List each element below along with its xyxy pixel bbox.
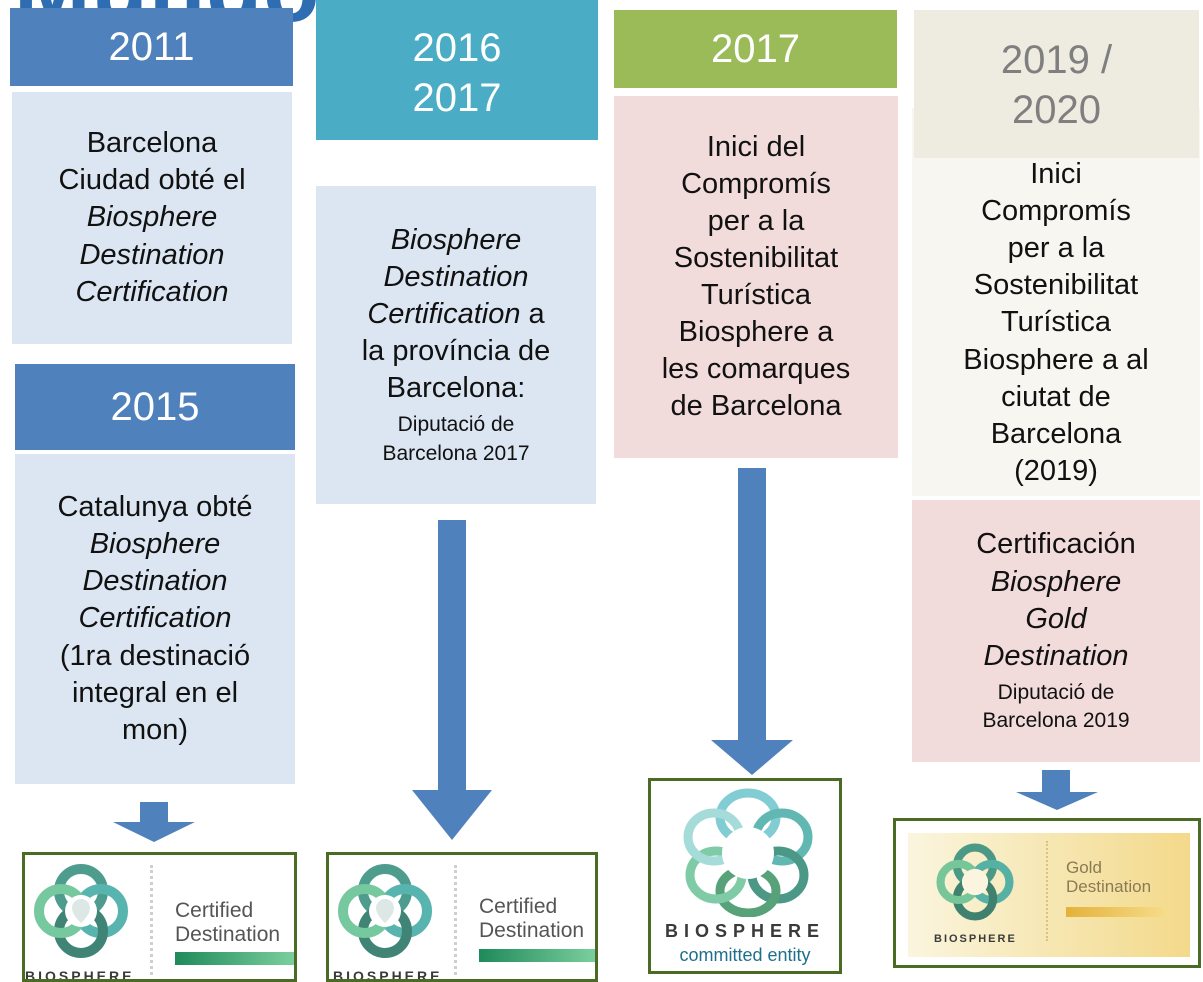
desc-italic: Biosphere	[86, 201, 218, 234]
year-label: 2017	[412, 76, 502, 120]
desc-italic: Destination	[383, 260, 529, 293]
year-label: 2011	[108, 25, 195, 69]
desc-italic: Certification	[75, 275, 229, 308]
desc-italic: Destination	[983, 639, 1129, 672]
year-label: 2016	[412, 26, 502, 70]
year-label: 2017	[711, 27, 800, 71]
desc-italic: Biosphere	[990, 565, 1122, 598]
desc-italic: Certification	[367, 298, 521, 331]
milestone-box-2017: Inici del Compromís per a la Sostenibili…	[614, 96, 898, 458]
year-label: 2019 /	[1000, 38, 1113, 82]
logo-text: Certified	[479, 895, 558, 918]
arrow-down-icon	[1016, 770, 1098, 810]
desc-line: Sostenibilitat	[973, 269, 1139, 302]
desc-line: mon)	[121, 713, 189, 746]
logo-text: Certified	[175, 899, 254, 922]
gold-certification-box: Certificación Biosphere Gold Destination…	[912, 500, 1200, 762]
cert-label: Certificación	[976, 528, 1136, 561]
desc-italic: Destination	[79, 238, 225, 271]
biosphere-flower-icon	[936, 843, 1014, 921]
desc-line: Biosphere a	[678, 316, 834, 349]
year-label: 2015	[110, 385, 200, 429]
desc-line: Catalunya obté	[57, 491, 253, 524]
milestone-box-2015: Catalunya obté Biosphere Destination Cer…	[15, 454, 295, 784]
note-line: Barcelona 2019	[982, 709, 1130, 733]
desc-line: a	[520, 298, 545, 331]
logo-text: Gold	[1066, 858, 1102, 877]
desc-italic: Gold	[1025, 602, 1087, 635]
desc-italic: Destination	[82, 565, 228, 598]
desc-line: Inici	[1030, 158, 1082, 191]
desc-line: integral en el	[71, 676, 239, 709]
desc-line: ciutat de	[1001, 380, 1111, 413]
desc-line: Ciudad obté el	[58, 164, 246, 197]
desc-line: Compromís	[681, 167, 831, 200]
note-line: Barcelona 2017	[382, 441, 530, 465]
certified-destination-logo: Certified Destination BIOSPHERE	[326, 852, 598, 982]
desc-line: per a la	[707, 204, 805, 237]
desc-line: Barcelona:	[386, 372, 526, 405]
desc-italic: Biosphere	[390, 223, 522, 256]
desc-line: Turística	[700, 279, 812, 311]
year-header-2015: 2015	[15, 364, 295, 450]
desc-line: Sostenibilitat	[673, 241, 839, 274]
desc-line: Compromís	[981, 195, 1131, 228]
milestone-box-2011: Barcelona Ciudad obté el Biosphere Desti…	[12, 92, 292, 344]
desc-line: Turística	[1000, 306, 1112, 339]
arrow-down-icon	[711, 468, 793, 775]
year-header-2011: 2011	[10, 8, 293, 86]
desc-line: (2019)	[1014, 454, 1098, 487]
desc-line: Biosphere a al	[963, 343, 1149, 376]
certified-destination-logo: Certified Destination BIOSPHERE	[22, 852, 297, 982]
year-label: 2020	[1012, 88, 1101, 132]
arrow-down-icon	[412, 520, 492, 840]
logo-text: BIOSPHERE	[664, 921, 826, 941]
committed-entity-logo: BIOSPHERE committed entity	[648, 778, 842, 974]
desc-italic: Biosphere	[89, 528, 221, 561]
note-line: Diputació de	[397, 413, 515, 437]
logo-text: BIOSPHERE	[934, 933, 1017, 945]
logo-text: Destination	[175, 923, 281, 947]
biosphere-flower-icon	[683, 788, 813, 917]
desc-line: Barcelona	[990, 417, 1122, 450]
desc-line: Inici del	[706, 130, 806, 163]
desc-line: la província de	[361, 335, 551, 368]
milestone-box-2019: Inici Compromís per a la Sostenibilitat …	[912, 108, 1200, 496]
logo-text: committed entity	[679, 945, 811, 965]
year-header-2017: 2017	[614, 10, 897, 88]
milestone-box-2016-2017: Biosphere Destination Certification a la…	[316, 186, 596, 504]
desc-line: (1ra destinació	[59, 639, 251, 672]
desc-line: per a la	[1007, 232, 1105, 265]
logo-text: Destination	[479, 919, 585, 943]
logo-text: BIOSPHERE	[333, 968, 443, 982]
biosphere-flower-icon	[338, 864, 432, 958]
year-header-2016-2017: 2016 2017	[316, 0, 598, 140]
desc-line: de Barcelona	[670, 390, 842, 423]
note-line: Diputació de	[997, 680, 1115, 704]
desc-italic: Certification	[78, 602, 232, 635]
arrow-down-icon	[113, 802, 195, 842]
desc-line: Barcelona	[86, 127, 218, 160]
logo-text: Destination	[1066, 876, 1152, 896]
logo-text: BIOSPHERE	[25, 968, 135, 982]
biosphere-flower-icon	[34, 864, 128, 958]
gold-destination-logo: BIOSPHERE Gold Destination	[893, 818, 1201, 968]
desc-line: les comarques	[661, 353, 851, 386]
year-header-2019-2020: 2019 / 2020	[914, 10, 1199, 158]
